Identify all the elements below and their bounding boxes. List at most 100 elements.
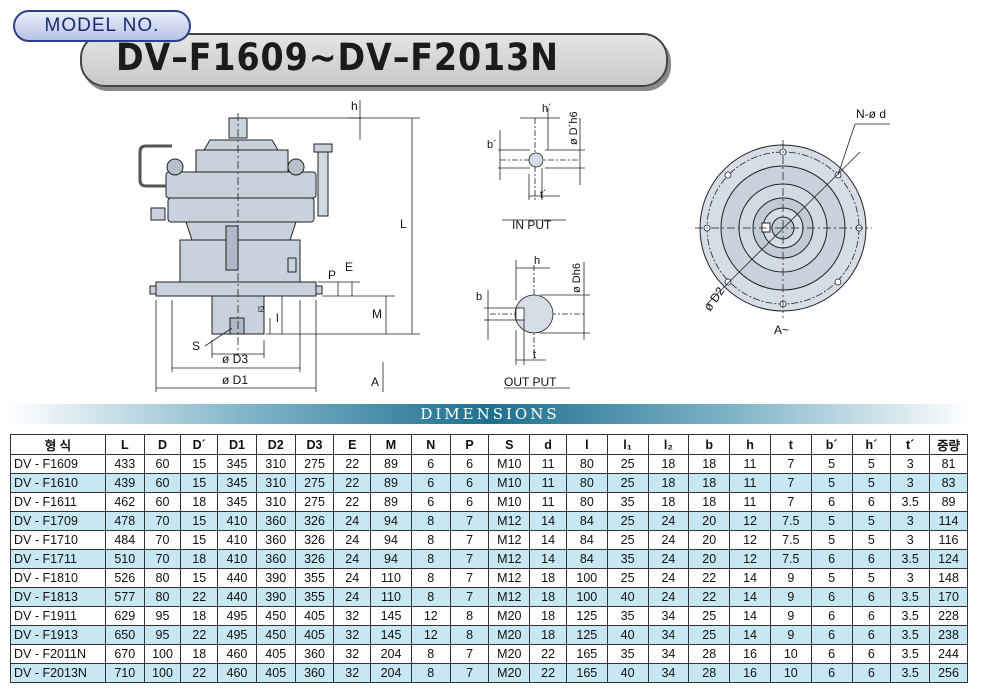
- front-d2: ø D2: [701, 284, 728, 314]
- value-cell: 478: [104, 511, 145, 531]
- value-cell: 670: [104, 644, 145, 664]
- value-cell: 110: [370, 568, 412, 588]
- value-cell: 355: [294, 587, 335, 607]
- value-cell: 6: [410, 492, 451, 512]
- model-cell: DV - F2013N: [10, 663, 106, 683]
- value-cell: 3: [890, 530, 931, 550]
- model-cell: DV - F1813: [10, 587, 106, 607]
- model-cell: DV - F1913: [10, 625, 106, 645]
- value-cell: 24: [333, 530, 372, 550]
- value-cell: 18: [529, 606, 567, 626]
- dimensions-banner-text: DIMENSIONS: [420, 405, 560, 423]
- value-cell: 32: [333, 644, 372, 664]
- value-cell: 9: [769, 568, 812, 588]
- value-cell: 6: [449, 492, 490, 512]
- value-cell: 310: [255, 492, 296, 512]
- value-cell: 495: [217, 625, 257, 645]
- value-cell: 14: [729, 606, 771, 626]
- model-cell: DV - F1609: [10, 454, 106, 474]
- value-cell: 35: [606, 644, 649, 664]
- side-dimension-lines: [155, 100, 420, 392]
- column-header: P: [449, 434, 490, 455]
- value-cell: 145: [370, 625, 412, 645]
- value-cell: 9: [769, 606, 812, 626]
- value-cell: 34: [647, 606, 690, 626]
- value-cell: 577: [104, 587, 145, 607]
- value-cell: 5: [851, 511, 892, 531]
- value-cell: 360: [255, 530, 296, 550]
- value-cell: 80: [565, 492, 608, 512]
- value-cell: 7: [769, 492, 812, 512]
- value-cell: 8: [410, 549, 451, 569]
- value-cell: 3.5: [890, 492, 931, 512]
- value-cell: 6: [410, 454, 451, 474]
- value-cell: 18: [180, 606, 219, 626]
- value-cell: 7: [449, 549, 490, 569]
- value-cell: 484: [104, 530, 145, 550]
- value-cell: 326: [294, 530, 335, 550]
- value-cell: 32: [333, 606, 372, 626]
- value-cell: 94: [370, 530, 412, 550]
- front-dimension-lines: [695, 123, 890, 318]
- value-cell: 12: [729, 530, 771, 550]
- dim-l: l: [276, 311, 279, 325]
- value-cell: 15: [180, 530, 219, 550]
- value-cell: 710: [104, 663, 145, 683]
- value-cell: 18: [647, 454, 690, 474]
- value-cell: 310: [255, 454, 296, 474]
- output-detail: [484, 260, 590, 389]
- column-header: L: [104, 434, 145, 455]
- value-cell: 89: [929, 492, 968, 512]
- value-cell: 7.5: [769, 530, 812, 550]
- value-cell: 15: [180, 511, 219, 531]
- value-cell: M10: [488, 492, 531, 512]
- value-cell: 28: [688, 663, 731, 683]
- value-cell: 228: [929, 606, 968, 626]
- value-cell: 12: [729, 549, 771, 569]
- value-cell: 18: [180, 549, 219, 569]
- input-t: t´: [540, 189, 547, 201]
- value-cell: 22: [180, 663, 219, 683]
- value-cell: 526: [104, 568, 145, 588]
- value-cell: M20: [488, 644, 531, 664]
- value-cell: 15: [180, 473, 219, 493]
- model-cell: DV - F2011N: [10, 644, 106, 664]
- value-cell: 495: [217, 606, 257, 626]
- value-cell: 18: [529, 625, 567, 645]
- value-cell: 89: [370, 473, 412, 493]
- value-cell: M12: [488, 511, 531, 531]
- value-cell: 345: [217, 473, 257, 493]
- value-cell: 34: [647, 663, 690, 683]
- value-cell: 6: [851, 644, 892, 664]
- value-cell: 20: [688, 511, 731, 531]
- value-cell: 40: [606, 587, 649, 607]
- value-cell: 345: [217, 492, 257, 512]
- value-cell: 6: [851, 663, 892, 683]
- value-cell: 360: [255, 511, 296, 531]
- column-header: l: [565, 434, 608, 455]
- model-number-badge: MODEL NO.: [13, 10, 191, 42]
- value-cell: M10: [488, 473, 531, 493]
- column-header: l₁: [606, 434, 649, 455]
- value-cell: 6: [810, 549, 853, 569]
- value-cell: 450: [255, 625, 296, 645]
- dim-L: L: [400, 217, 407, 231]
- value-cell: 25: [606, 454, 649, 474]
- value-cell: 16: [729, 644, 771, 664]
- output-h: h: [534, 255, 540, 267]
- value-cell: 9: [769, 625, 812, 645]
- value-cell: 10: [769, 644, 812, 664]
- column-header: b: [688, 434, 731, 455]
- value-cell: 24: [333, 568, 372, 588]
- output-t: t: [533, 349, 536, 361]
- value-cell: 3.5: [890, 549, 931, 569]
- value-cell: 22: [180, 587, 219, 607]
- side-view: [138, 117, 333, 335]
- value-cell: 275: [294, 454, 335, 474]
- value-cell: 114: [929, 511, 968, 531]
- value-cell: 24: [333, 549, 372, 569]
